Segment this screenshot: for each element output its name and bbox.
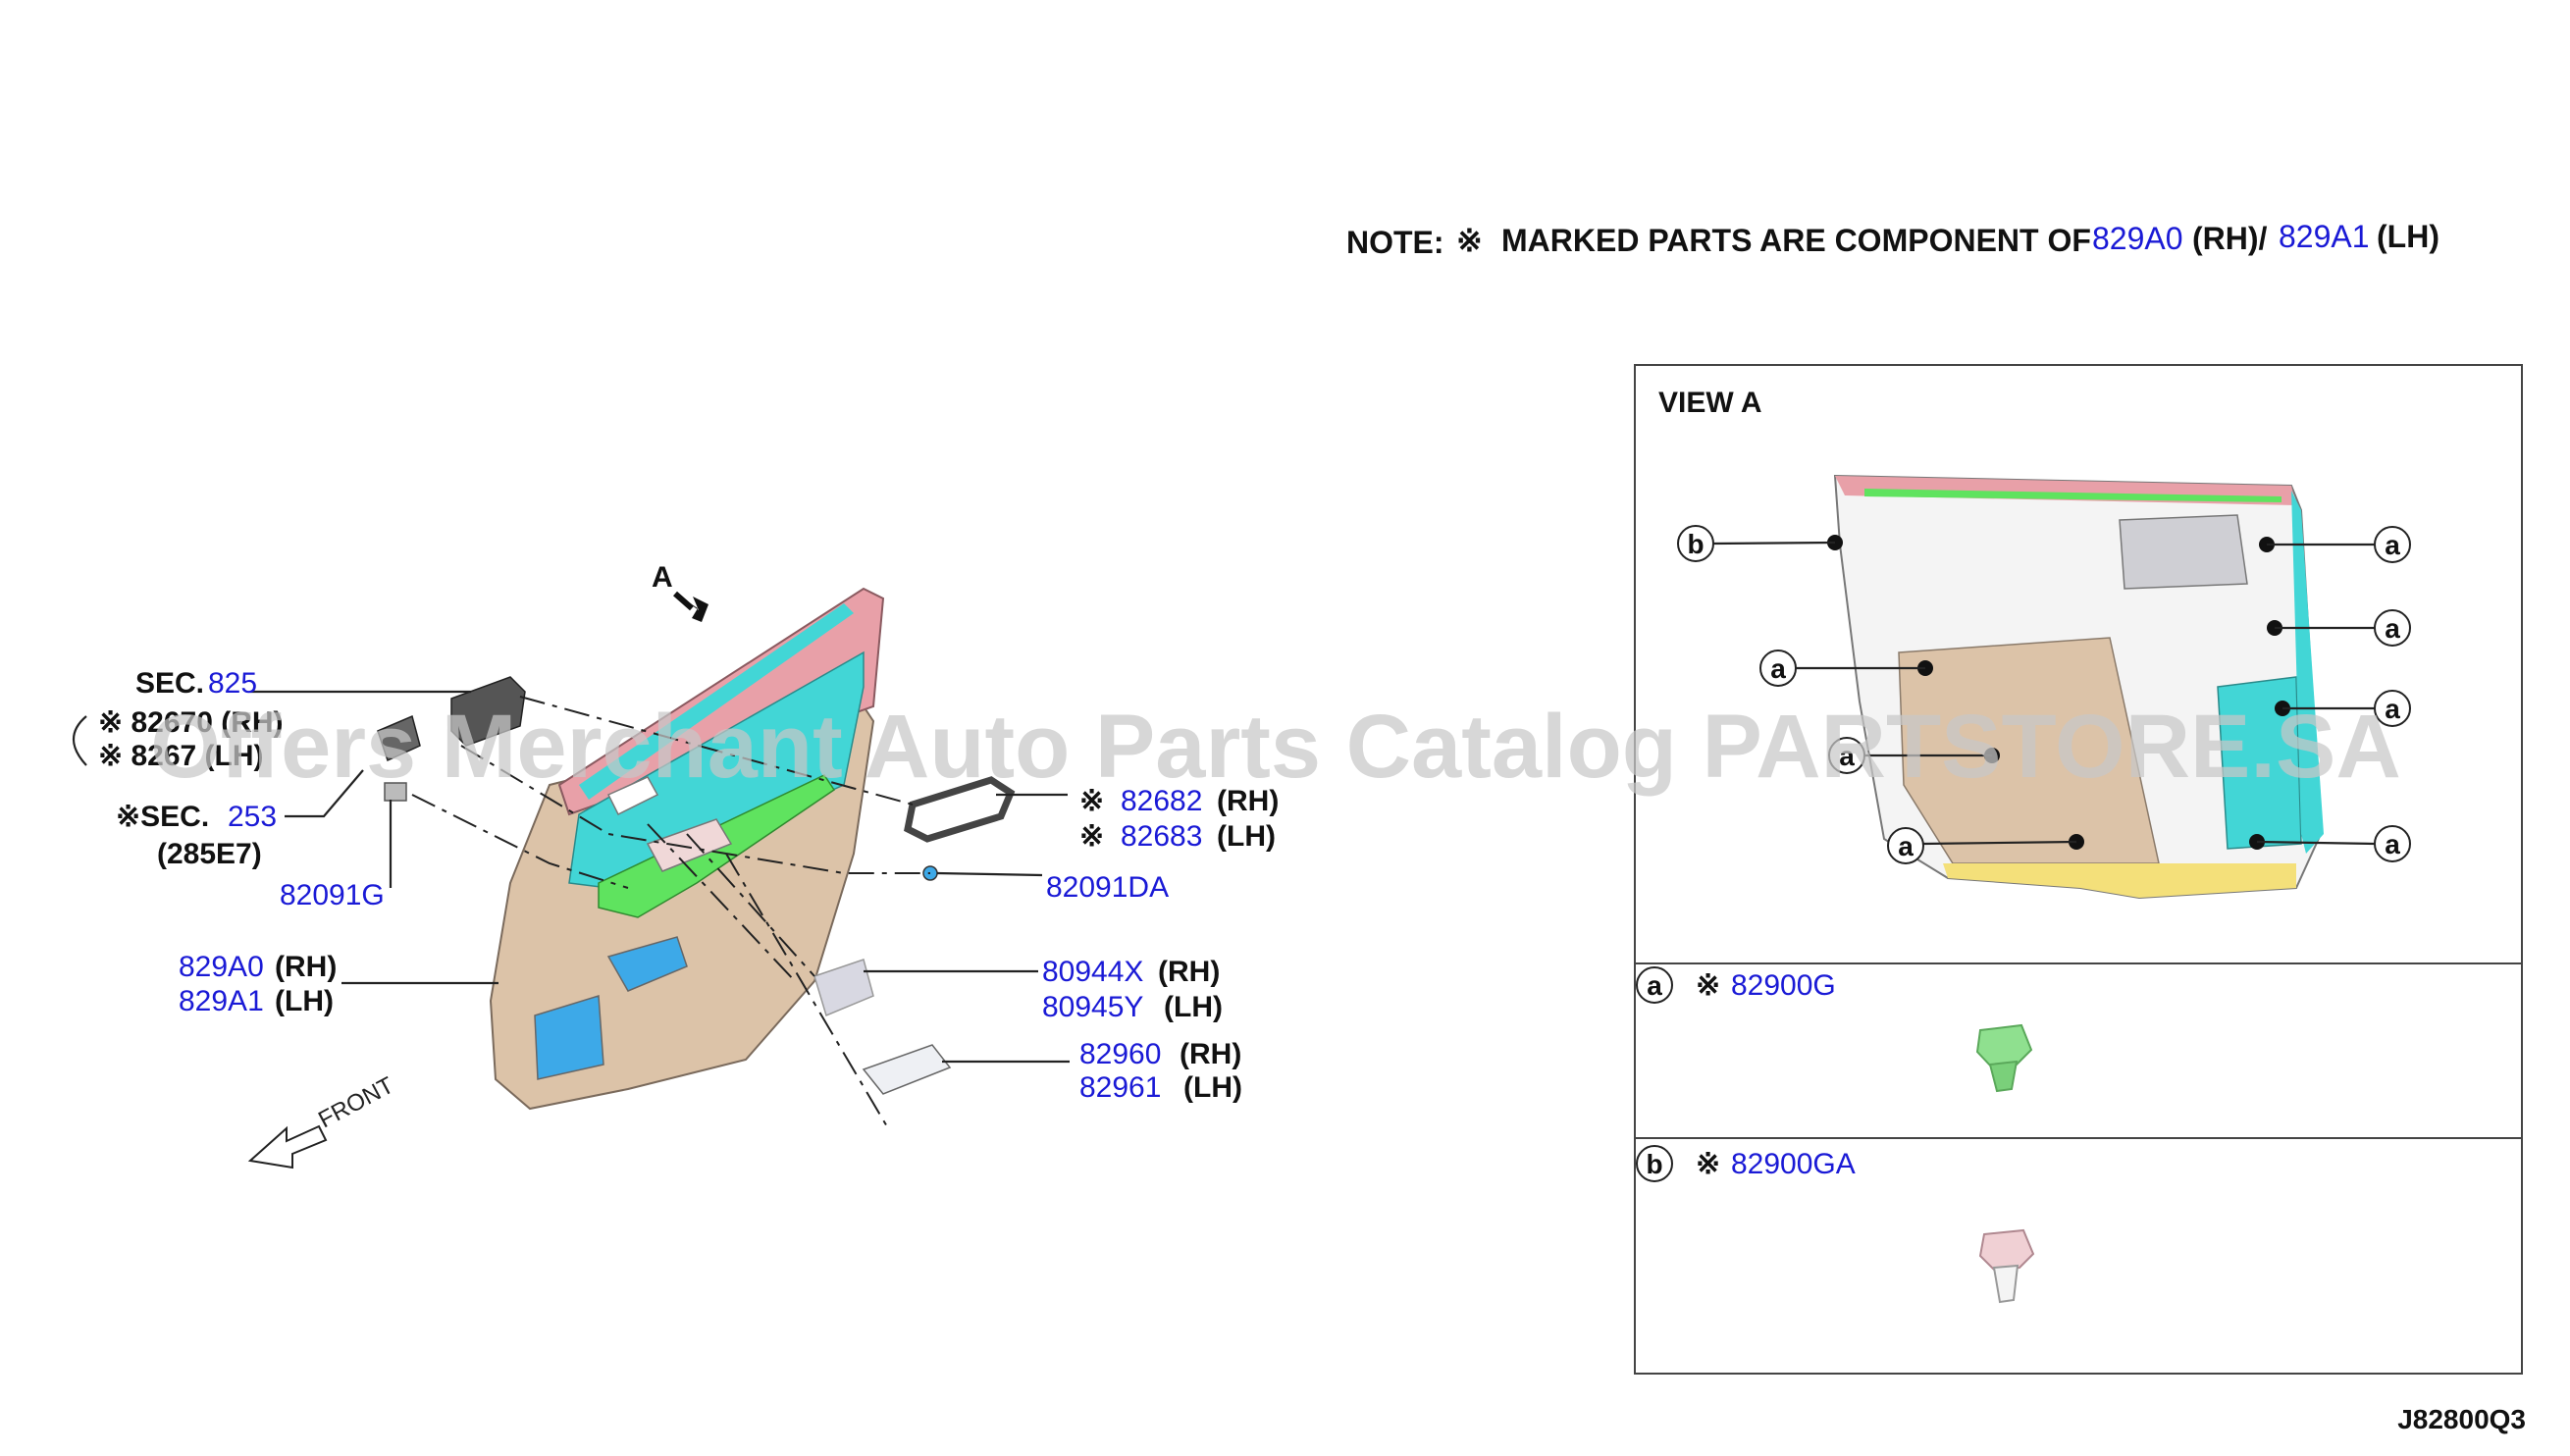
- note-rh: (RH)/: [2192, 221, 2268, 256]
- diagram-id: J82800Q3: [2397, 1404, 2526, 1434]
- view-a-letter-a-3: a: [1770, 653, 1786, 684]
- left-callouts: SEC. 825 ※ 82670 (RH) ※ 8267 (LH) ※SEC. …: [98, 667, 385, 1017]
- part-80944x-shape: [813, 959, 874, 1017]
- part-82900g[interactable]: 82900G: [1731, 969, 1836, 1002]
- note-lh: (LH): [2377, 219, 2439, 254]
- part-82683-lh: (LH): [1217, 820, 1276, 853]
- callout-bracket: [73, 715, 87, 766]
- view-a-clip-markers: [1711, 535, 2376, 850]
- part-829a0[interactable]: 829A0: [179, 951, 264, 983]
- view-a-letter-a-7: a: [2385, 829, 2400, 859]
- view-a-letter-a-1: a: [2385, 530, 2400, 560]
- view-a-letter-a-2: a: [2385, 613, 2400, 644]
- part-82900ga[interactable]: 82900GA: [1731, 1148, 1856, 1180]
- part-82091g[interactable]: 82091G: [280, 879, 385, 911]
- callout-82670: ※ 82670 (RH): [98, 706, 284, 739]
- watermark-text: Offers Merchant Auto Parts Catalog PARTS…: [150, 697, 2401, 797]
- view-a-bottom-yellow: [1943, 863, 2296, 898]
- view-a-letter-a-6: a: [1898, 831, 1914, 861]
- right-callouts: ※ 82682 (RH) ※ 82683 (LH) 82091DA 80944X…: [1042, 785, 1279, 1104]
- clip-legend: a ※ 82900G b ※ 82900GA: [1636, 966, 2035, 1304]
- sec253-prefix: ※SEC.: [116, 801, 209, 833]
- part-80945y[interactable]: 80945Y: [1042, 991, 1143, 1023]
- door-cyan-top: [579, 603, 854, 800]
- sec825-number[interactable]: 825: [208, 667, 257, 700]
- view-a-box: VIEW A: [1634, 364, 2523, 1375]
- note-symbol: ※: [1456, 223, 1483, 258]
- part-82960-rh: (RH): [1180, 1038, 1241, 1070]
- legend-a-sym: ※: [1696, 969, 1720, 1002]
- door-pocket-upper: [606, 936, 688, 992]
- part-829a0-rh: (RH): [275, 951, 337, 983]
- legend-letter-a: a: [1647, 970, 1662, 1001]
- callout-8267: ※ 8267 (LH): [98, 740, 264, 772]
- view-a-letter-b-1: b: [1687, 529, 1704, 559]
- clip-82900ga-shape: [1978, 1228, 2035, 1304]
- view-arrow-label: A: [652, 561, 673, 594]
- callout-82683-sym: ※: [1079, 820, 1104, 853]
- leader-lines: [250, 690, 1070, 1129]
- part-82670-shape: [450, 676, 526, 747]
- sec825-prefix: SEC.: [135, 667, 204, 700]
- front-arrow: FRONT: [247, 1071, 398, 1170]
- view-a-arrow: A: [652, 561, 708, 622]
- part-82683[interactable]: 82683: [1121, 820, 1202, 853]
- part-82091g-shape: [384, 782, 407, 802]
- view-a-callout-letters: b a a a a a a a: [1677, 525, 2411, 864]
- note-part-829a0[interactable]: 829A0: [2092, 221, 2183, 256]
- view-a-edge-cyan: [2291, 491, 2324, 854]
- part-82960-shape: [862, 1044, 952, 1095]
- part-8267-shape: [377, 714, 421, 762]
- callout-82682-sym: ※: [1079, 785, 1104, 817]
- part-82091da[interactable]: 82091DA: [1046, 871, 1169, 904]
- door-switch-area: [646, 818, 733, 872]
- legend-letter-b: b: [1646, 1149, 1662, 1179]
- part-80945y-lh: (LH): [1164, 991, 1223, 1023]
- part-82682[interactable]: 82682: [1121, 785, 1202, 817]
- part-80944x-rh: (RH): [1158, 956, 1220, 988]
- part-80944x[interactable]: 80944X: [1042, 956, 1143, 988]
- view-a-title: VIEW A: [1658, 387, 1762, 419]
- note-prefix: NOTE:: [1346, 225, 1444, 260]
- sec253-number[interactable]: 253: [228, 801, 277, 833]
- component-parts: [377, 676, 1016, 1095]
- note-part-829a1[interactable]: 829A1: [2279, 219, 2370, 254]
- part-829a1-lh: (LH): [275, 985, 334, 1017]
- view-a-cyan-pocket: [2217, 676, 2302, 850]
- door-trim-illustration: [489, 587, 885, 1111]
- note-line: NOTE: ※ MARKED PARTS ARE COMPONENT OF 82…: [1346, 219, 2439, 260]
- note-text: MARKED PARTS ARE COMPONENT OF: [1501, 223, 2091, 258]
- door-handle-pocket: [606, 776, 659, 816]
- part-82961-lh: (LH): [1183, 1071, 1242, 1104]
- part-829a1[interactable]: 829A1: [179, 985, 264, 1017]
- view-a-letter-a-5: a: [1839, 741, 1855, 771]
- part-82961[interactable]: 82961: [1079, 1071, 1161, 1104]
- part-82682-shape: [904, 776, 1016, 843]
- part-82682-rh: (RH): [1217, 785, 1279, 817]
- view-a-green-strip: [1864, 489, 2282, 502]
- door-pocket-lower: [534, 995, 604, 1080]
- clip-82900g-shape: [1975, 1023, 2033, 1093]
- part-82960[interactable]: 82960: [1079, 1038, 1161, 1070]
- front-label: FRONT: [314, 1071, 398, 1133]
- view-a-frame: [1634, 364, 2523, 1375]
- view-a-letter-a-4: a: [2385, 694, 2400, 724]
- callout-285e7: (285E7): [157, 838, 262, 870]
- legend-b-sym: ※: [1696, 1148, 1720, 1180]
- view-a-inner-gray: [2119, 514, 2248, 590]
